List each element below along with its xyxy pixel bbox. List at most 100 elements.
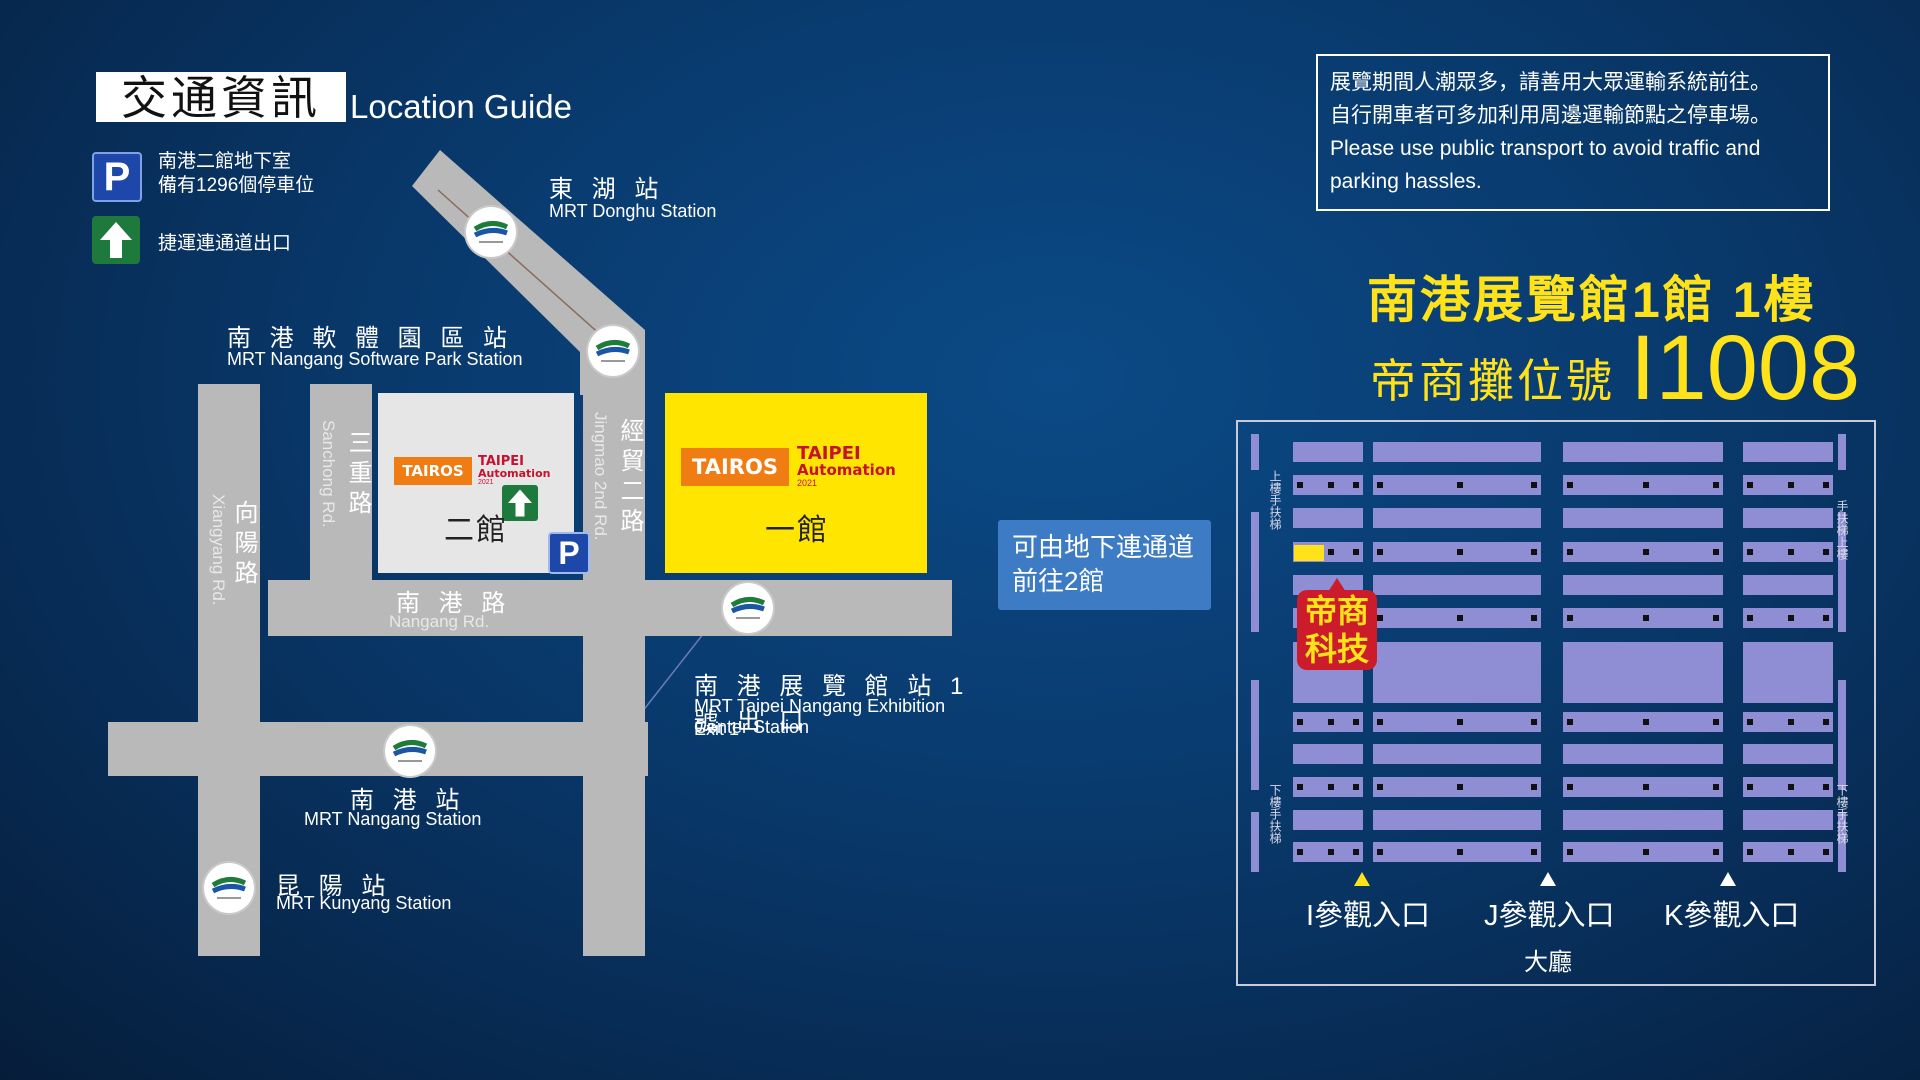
legend-exit-text: 捷運連通道出口: [158, 233, 292, 254]
booth-block: [1743, 744, 1833, 764]
info-line4: parking hassles.: [1330, 170, 1482, 193]
booth-marker: [1457, 849, 1463, 855]
road-label-sanchong-zh: 三重路: [344, 430, 371, 520]
entrance-k-arrow-icon: [1720, 872, 1736, 886]
booth-marker: [1328, 719, 1334, 725]
mrt-icon[interactable]: [466, 207, 516, 257]
booth-block: [1743, 442, 1833, 462]
booth-marker: [1747, 849, 1753, 855]
info-line2: 自行開車者可多加利用周邊運輸節點之停車場。: [1330, 104, 1771, 127]
booth-marker: [1747, 719, 1753, 725]
entrance-j: J參觀入口: [1484, 900, 1615, 932]
tairos-logo: TAIROS: [394, 456, 472, 485]
station-nangang-zh: 南 港 站: [350, 787, 466, 814]
hall-2: TAIROS TAIPEI Automation 2021 二館: [378, 393, 574, 573]
booth-marker: [1713, 719, 1719, 725]
booth-block: [1563, 508, 1723, 528]
booth-marker: [1713, 784, 1719, 790]
mrt-icon[interactable]: [385, 726, 435, 776]
taipei-text: TAIPEI: [797, 443, 861, 464]
road-nangang: [268, 580, 952, 636]
booth-label: 帝商攤位號: [1370, 355, 1615, 407]
booth-marker: [1353, 784, 1359, 790]
booth-marker: [1457, 549, 1463, 555]
road-label-xiangyang-zh: 向陽路: [230, 500, 257, 590]
station-donghu-zh: 東 湖 站: [549, 176, 665, 203]
hall1-name: 一館: [765, 514, 829, 547]
road-label-xiangyang-en: Xiangyang Rd.: [209, 494, 228, 606]
escalator-bar: [1251, 434, 1259, 470]
booth-block: [1293, 810, 1363, 830]
escalator-down-left-label: 下樓手扶梯: [1268, 784, 1282, 844]
booth-marker: [1531, 719, 1537, 725]
automation-text: Automation: [478, 467, 551, 480]
info-line3: Please use public transport to avoid tra…: [1330, 137, 1761, 160]
passage-line1: 可由地下連通道: [1012, 532, 1195, 562]
road-label-nangang-zh: 南 港 路: [396, 590, 512, 617]
hall-title: 南港展覽館1館 1樓: [1367, 272, 1817, 328]
road-label-sanchong-en: Sanchong Rd.: [319, 420, 338, 528]
tairos-logo: TAIROS: [681, 447, 789, 486]
booth-marker: [1788, 482, 1794, 488]
escalator-up-right-label: 手扶梯上樓: [1835, 500, 1849, 560]
booth-marker: [1567, 482, 1573, 488]
passage-line2: 前往2館: [1012, 566, 1105, 596]
taipei-automation-logo: TAIPEI Automation 2021: [478, 455, 550, 486]
entrance-k: K參觀入口: [1664, 900, 1800, 932]
booth-marker: [1643, 784, 1649, 790]
title-en: Location Guide: [350, 88, 572, 125]
escalator-bar: [1838, 512, 1846, 632]
road-lower: [108, 722, 648, 776]
booth-marker: [1297, 719, 1303, 725]
booth-number: I1008: [1630, 317, 1861, 419]
booth-marker: [1788, 784, 1794, 790]
entrance-j-arrow-icon: [1540, 872, 1556, 886]
booth-marker: [1643, 719, 1649, 725]
mrt-icon[interactable]: [588, 326, 638, 376]
booth-marker: [1297, 482, 1303, 488]
booth-marker: [1531, 784, 1537, 790]
escalator-bar: [1838, 434, 1846, 470]
booth-block: [1743, 659, 1833, 703]
station-exhibition-exit: Exit 1: [694, 719, 740, 739]
booth-block: [1563, 744, 1723, 764]
station-kunyang-en: MRT Kunyang Station: [276, 893, 452, 913]
entrance-i-arrow-icon: [1354, 872, 1370, 886]
booth-marker: [1328, 549, 1334, 555]
escalator-bar: [1251, 680, 1259, 790]
station-exhibition-en: MRT Taipei Nangang Exhibition Center Sta…: [694, 696, 946, 737]
booth-marker: [1823, 719, 1829, 725]
lobby-label: 大廳: [1524, 949, 1572, 976]
station-software-park-zh: 南 港 軟 體 園 區 站: [227, 325, 514, 352]
booth-block: [1373, 810, 1541, 830]
company-tag-pointer: [1328, 578, 1346, 592]
booth-marker: [1823, 784, 1829, 790]
info-box: 展覽期間人潮眾多，請善用大眾運輸系統前往。 自行開車者可多加利用周邊運輸節點之停…: [1316, 54, 1830, 211]
booth-marker: [1377, 849, 1383, 855]
booth-block: [1373, 575, 1541, 595]
company-tag-line1: 帝商: [1304, 593, 1369, 629]
booth-block: [1743, 810, 1833, 830]
booth-marker: [1457, 719, 1463, 725]
booth-marker: [1713, 549, 1719, 555]
mrt-icon[interactable]: [723, 583, 773, 633]
booth-marker: [1643, 849, 1649, 855]
station-software-park-en: MRT Nangang Software Park Station: [227, 349, 523, 369]
booth-marker: [1643, 482, 1649, 488]
booth-marker: [1567, 615, 1573, 621]
company-tag: 帝商 科技: [1297, 590, 1377, 670]
mrt-icon[interactable]: [204, 863, 254, 913]
booth-marker: [1747, 549, 1753, 555]
station-donghu-en: MRT Donghu Station: [549, 201, 717, 221]
road-label-jingmao-zh: 經貿二路: [616, 418, 643, 538]
escalator-bar: [1838, 680, 1846, 790]
legend-parking-line2: 備有1296個停車位: [158, 175, 315, 196]
escalator-bar: [1251, 812, 1259, 872]
booth-marker: [1788, 849, 1794, 855]
booth-block: [1563, 575, 1723, 595]
booth-marker: [1377, 719, 1383, 725]
booth-block: [1373, 744, 1541, 764]
booth-marker: [1747, 784, 1753, 790]
booth-marker: [1747, 615, 1753, 621]
booth-block: [1373, 442, 1541, 462]
